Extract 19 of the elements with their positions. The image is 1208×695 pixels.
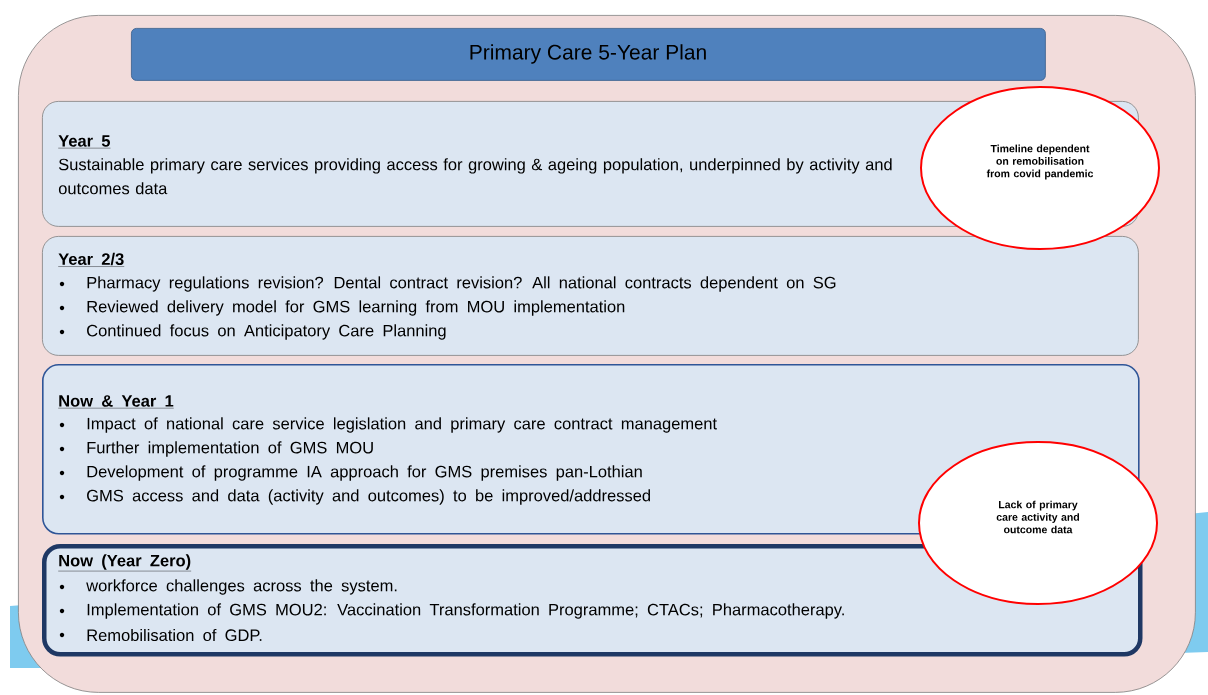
bullet-item: workforce challenges across the system. <box>86 579 397 595</box>
year-panel <box>42 544 1143 657</box>
bullet-item: Reviewed delivery model for GMS learning from MOU implementation <box>87 300 625 316</box>
panel-heading: Year 5 <box>58 135 111 149</box>
bullet-item: Pharmacy regulations revision? Dental contract revision? All national contracts dependent on SG <box>87 276 836 292</box>
bullet-item: Development of programme IA approach for GMS premises pan-Lothian <box>87 465 642 481</box>
bullet-item: GMS access and data (activity and outcomes) to be improved/addressed <box>87 489 650 505</box>
bullet-item: Further implementation of GMS MOU <box>87 441 373 457</box>
year-panel <box>42 364 1140 535</box>
panel-heading: Year 2/3 <box>58 252 125 267</box>
title-bar: Primary Care 5-Year Plan <box>131 28 1046 81</box>
bullet-item: Remobilisation of GDP. <box>87 628 262 642</box>
panel-heading: Now (Year Zero) <box>58 554 192 572</box>
panel-heading: Now & Year 1 <box>58 395 174 409</box>
bullet-item: Impact of national care service legislation and primary care contract management <box>87 417 717 433</box>
bullet-item: Continued focus on Anticipatory Care Planning <box>87 324 446 340</box>
year-panel <box>42 236 1139 356</box>
panel-text: Sustainable primary care services providing access for growing & ageing population, underpinned by activity and outcomes data <box>58 158 892 195</box>
bullet-item: Implementation of GMS MOU2: Vaccination Transformation Programme; CTACs; Pharmacotherapy. <box>87 603 844 619</box>
